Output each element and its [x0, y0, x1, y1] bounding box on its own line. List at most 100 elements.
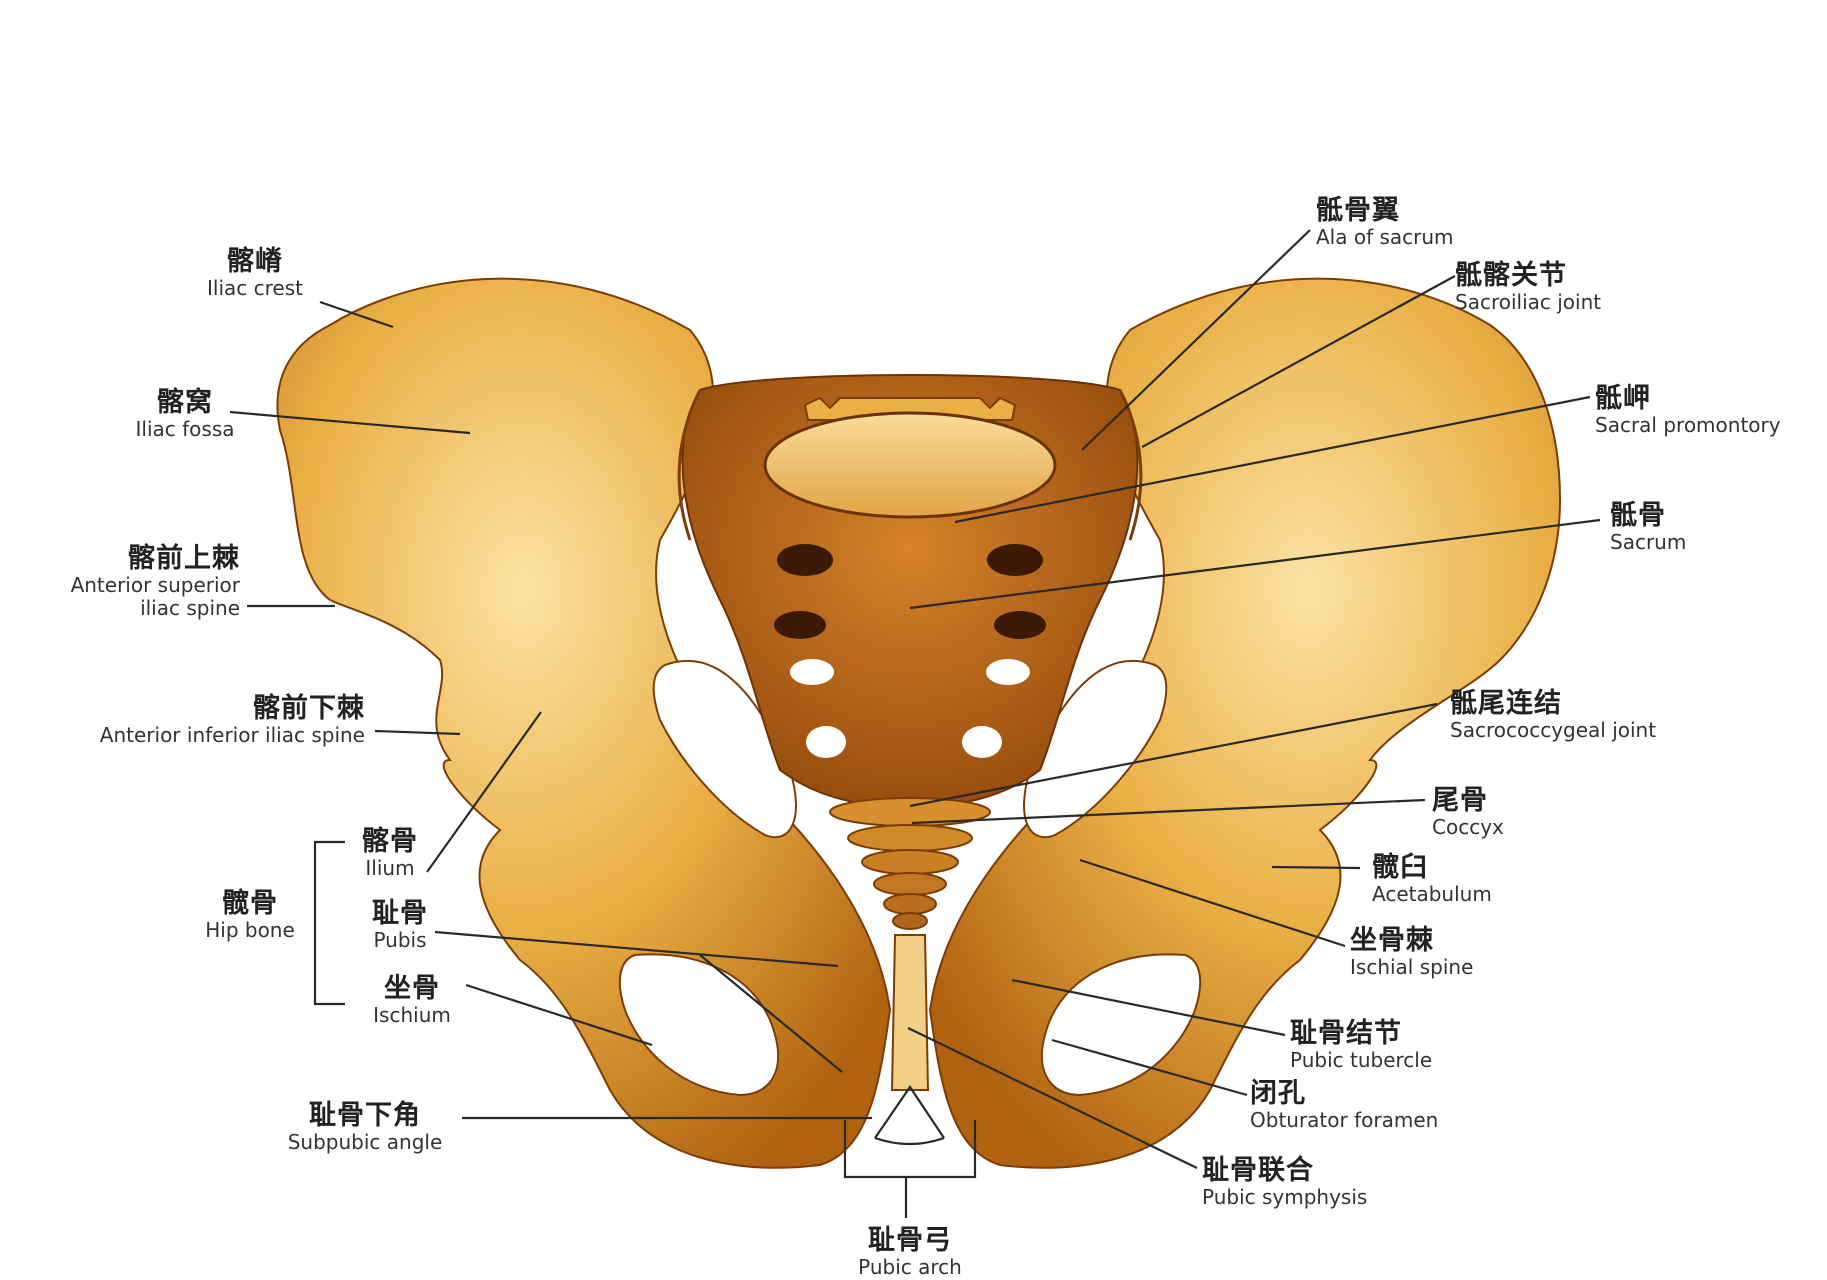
left-greater-sciatic-notch: [652, 659, 797, 839]
hip-bone-zh: 髋骨: [222, 888, 278, 919]
sacrum-en: Sacrum: [1610, 530, 1687, 555]
left-obturator-foramen: [618, 953, 780, 1097]
iliac-crest-zh: 髂嵴: [227, 246, 283, 277]
pubic-arch-en: Pubic arch: [858, 1255, 962, 1280]
sacral-promontory-zh: 骶岬: [1595, 383, 1651, 414]
leader-iliac-fossa: [229, 410, 471, 435]
label-iliac-fossa: 髂窝 Iliac fossa: [100, 387, 270, 441]
leader-sacrum: [909, 518, 1601, 610]
ala-of-sacrum-zh: 骶骨翼: [1316, 195, 1400, 226]
leader-acetabulum: [1271, 865, 1361, 870]
right-greater-sciatic-notch: [1023, 659, 1168, 839]
right-hip-bone: [928, 277, 1562, 1169]
pubis-zh: 耻骨: [372, 898, 428, 929]
aiis-en: Anterior inferior iliac spine: [99, 723, 365, 748]
asis-en-1: Anterior superior: [70, 573, 240, 598]
sacral-foramen: [790, 659, 834, 685]
ilium-en: Ilium: [365, 856, 415, 881]
label-ischial-spine: 坐骨棘 Ischial spine: [1350, 925, 1473, 979]
pubis-en: Pubis: [373, 928, 427, 953]
leader-pubic-symphysis: [907, 1027, 1198, 1169]
sacroiliac-joint-zh: 骶髂关节: [1455, 260, 1567, 291]
label-pubic-arch: 耻骨弓 Pubic arch: [830, 1225, 990, 1279]
label-sacral-promontory: 骶岬 Sacral promontory: [1595, 383, 1781, 437]
label-pubic-symphysis: 耻骨联合 Pubic symphysis: [1202, 1155, 1367, 1209]
label-pubic-tubercle: 耻骨结节 Pubic tubercle: [1290, 1018, 1432, 1072]
hip-bone-bracket: [313, 840, 345, 1006]
left-hip-bone: [276, 277, 892, 1169]
sacrococcygeal-joint-en: Sacrococcygeal joint: [1450, 718, 1657, 743]
ischial-spine-zh: 坐骨棘: [1350, 925, 1434, 956]
ischium-zh: 坐骨: [384, 973, 440, 1004]
pubic-tubercle-zh: 耻骨结节: [1290, 1018, 1402, 1049]
sacroiliac-joint-en: Sacroiliac joint: [1455, 290, 1602, 315]
leader-ilium: [426, 711, 542, 873]
label-pubis: 耻骨 Pubis: [355, 898, 445, 952]
label-hip-bone: 髋骨 Hip bone: [190, 888, 310, 942]
aiis-zh: 髂前下棘: [253, 693, 365, 724]
leader-ischial-spine: [1079, 858, 1346, 948]
label-coccyx: 尾骨 Coccyx: [1432, 785, 1504, 839]
leader-pubis-2: [699, 954, 843, 1073]
label-sacrum: 骶骨 Sacrum: [1610, 500, 1686, 554]
asis-en-2: iliac spine: [140, 596, 240, 621]
label-subpubic-angle: 耻骨下角 Subpubic angle: [270, 1100, 460, 1154]
acetabulum-en: Acetabulum: [1372, 882, 1492, 907]
label-aiis: 髂前下棘 Anterior inferior iliac spine: [30, 693, 365, 747]
sacral-promontory-en: Sacral promontory: [1595, 413, 1781, 438]
subpubic-angle-zh: 耻骨下角: [309, 1100, 421, 1131]
sacral-foramen: [777, 544, 833, 576]
leader-lines: [229, 229, 1601, 1218]
leader-aiis: [374, 729, 461, 736]
coccyx-zh: 尾骨: [1432, 785, 1488, 816]
leader-ala-sacrum: [1081, 229, 1311, 451]
label-ala-of-sacrum: 骶骨翼 Ala of sacrum: [1316, 195, 1454, 249]
pubic-symphysis-shape: [890, 934, 930, 1091]
leader-pubic-tubercle: [1011, 978, 1286, 1037]
label-obturator-foramen: 闭孔 Obturator foramen: [1250, 1078, 1438, 1132]
subpubic-angle-en: Subpubic angle: [287, 1130, 443, 1155]
obturator-foramen-zh: 闭孔: [1250, 1078, 1306, 1109]
pubic-arch-triangle: [874, 1085, 945, 1139]
sacrococcygeal-joint-zh: 骶尾连结: [1450, 688, 1562, 719]
iliac-fossa-en: Iliac fossa: [135, 417, 235, 442]
hip-bone-en: Hip bone: [205, 918, 295, 943]
leader-ischium: [465, 983, 653, 1047]
pubic-symphysis-zh: 耻骨联合: [1202, 1155, 1314, 1186]
sacral-foramen: [986, 659, 1030, 685]
pubic-tubercle-en: Pubic tubercle: [1290, 1048, 1433, 1073]
iliac-crest-en: Iliac crest: [207, 276, 303, 301]
sacral-foramen: [774, 611, 826, 639]
pubic-symphysis-en: Pubic symphysis: [1202, 1185, 1368, 1210]
leader-sacrococcygeal-joint: [909, 702, 1438, 808]
sacral-foramen: [806, 726, 846, 758]
ilium-zh: 髂骨: [362, 826, 418, 857]
label-ischium: 坐骨 Ischium: [362, 973, 462, 1027]
leader-sacroiliac-joint: [1141, 275, 1456, 448]
label-sacroiliac-joint: 骶髂关节 Sacroiliac joint: [1455, 260, 1601, 314]
leader-sacral-promontory: [954, 395, 1591, 524]
obturator-foramen-en: Obturator foramen: [1250, 1108, 1439, 1133]
pubic-arch-bracket: [843, 1120, 977, 1179]
ischial-spine-en: Ischial spine: [1350, 955, 1474, 980]
acetabulum-zh: 髋臼: [1372, 852, 1428, 883]
label-acetabulum: 髋臼 Acetabulum: [1372, 852, 1492, 906]
sacral-foramen: [987, 544, 1043, 576]
subpubic-angle-arc: [874, 1136, 945, 1146]
sacral-base: [763, 396, 1057, 519]
coccyx-en: Coccyx: [1432, 815, 1504, 840]
sacral-foramen: [962, 726, 1002, 758]
label-asis: 髂前上棘 Anterior superior iliac spine: [30, 543, 240, 620]
label-sacrococcygeal-joint: 骶尾连结 Sacrococcygeal joint: [1450, 688, 1656, 742]
right-obturator-foramen: [1040, 953, 1202, 1097]
leader-coccyx: [911, 798, 1426, 825]
ischium-en: Ischium: [373, 1003, 451, 1028]
iliac-fossa-zh: 髂窝: [157, 387, 213, 418]
label-ilium: 髂骨 Ilium: [345, 826, 435, 880]
pubic-arch-zh: 耻骨弓: [868, 1225, 952, 1256]
label-iliac-crest: 髂嵴 Iliac crest: [185, 246, 325, 300]
leader-pubis: [434, 930, 839, 968]
ala-of-sacrum-en: Ala of sacrum: [1316, 225, 1454, 250]
leader-iliac-crest: [319, 300, 394, 329]
